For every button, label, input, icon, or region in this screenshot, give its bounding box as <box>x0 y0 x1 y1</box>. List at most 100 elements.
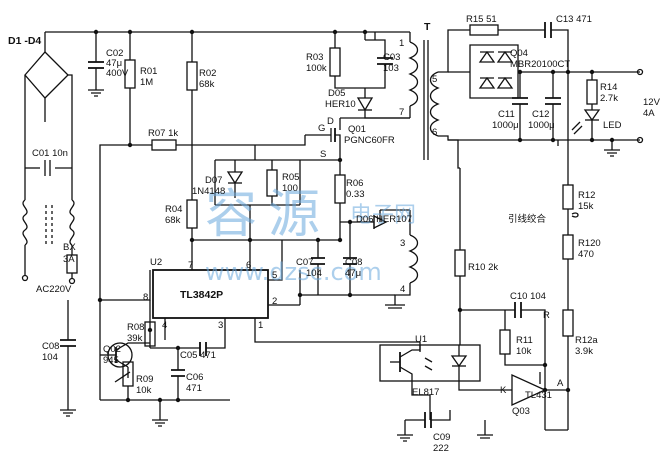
label-c07-val: 104 <box>306 268 322 279</box>
label-c06-val: 471 <box>186 383 202 394</box>
label-c08b-val: 104 <box>42 352 58 363</box>
label-r01-val: 1M <box>140 77 153 88</box>
label-r11: R11 <box>516 335 533 346</box>
label-r12-val: 15k <box>578 201 594 212</box>
label-c08b: C08 <box>42 341 59 352</box>
label-c07: C07 <box>296 257 313 268</box>
wires <box>21 22 644 442</box>
label-c02-val1: 47μ <box>106 58 122 69</box>
label-t3: 3 <box>400 238 405 249</box>
label-q02: Q02 <box>103 344 121 355</box>
label-t7: 7 <box>399 107 404 118</box>
watermark-url: www.dzsc.com <box>205 258 382 286</box>
label-r05: R05 <box>282 172 299 183</box>
label-out-v: 12V <box>643 97 661 108</box>
label-pin7: 7 <box>188 260 193 271</box>
label-r07: R07 1k <box>148 128 178 139</box>
label-r09-val: 10k <box>136 385 152 396</box>
label-c12: C12 <box>532 109 549 120</box>
watermark-char-1: 容 <box>205 185 257 245</box>
label-q04: Q04 <box>510 48 528 59</box>
label-c10: C10 104 <box>510 291 546 302</box>
label-s: S <box>320 149 326 160</box>
watermark-char-3: 电子网 <box>350 203 416 228</box>
label-r04: R04 <box>165 204 182 215</box>
label-q04-val: MBR20100CT <box>510 59 570 70</box>
label-r05-val: 100 <box>282 183 298 194</box>
label-pin6: 6 <box>246 260 251 271</box>
label-r01: R01 <box>140 66 157 77</box>
label-led: LED <box>603 120 622 131</box>
label-r15: R15 51 <box>466 14 497 25</box>
label-r02-val: 68k <box>199 79 215 90</box>
label-ac: AC220V <box>36 284 72 295</box>
label-c09-val: 222 <box>433 443 449 454</box>
labels: D1 -D4 C02 47μ 400V R01 1M R02 68k C01 1… <box>8 14 661 454</box>
label-c03: C03 <box>383 52 400 63</box>
label-pin5: 5 <box>272 270 277 281</box>
label-c11: C11 <box>498 109 515 120</box>
label-r02: R02 <box>199 68 216 79</box>
label-c11-val: 1000μ <box>492 120 519 131</box>
label-pin4: 4 <box>162 320 167 331</box>
label-r120-val: 470 <box>578 249 594 260</box>
label-r12a: R12a <box>575 335 598 346</box>
label-c12-val: 1000μ <box>528 120 555 131</box>
label-r08: R08 <box>127 322 144 333</box>
label-q01-val: PGNC60FR <box>344 135 395 146</box>
label-r10: R10 2k <box>468 262 498 273</box>
label-pin3: 3 <box>218 320 223 331</box>
label-r120: R120 <box>578 238 601 249</box>
watermark: 容 源 电子网 www.dzsc.com <box>205 185 416 286</box>
label-c05: C05 471 <box>180 350 216 361</box>
label-d: D <box>327 116 334 127</box>
label-r12: R12 <box>578 190 595 201</box>
label-r03-val: 100k <box>306 63 327 74</box>
label-r11-val: 10k <box>516 346 532 357</box>
label-u1: U1 <box>415 334 427 345</box>
label-r08-val: 39k <box>127 333 143 344</box>
label-d06: D06 HER107 <box>356 214 412 225</box>
label-twist: 引线绞合 <box>508 213 547 225</box>
label-q02-val: 945 <box>103 355 119 366</box>
label-t: T <box>424 21 431 33</box>
label-q03: Q03 <box>512 406 530 417</box>
label-r14-val: 2.7k <box>600 93 618 104</box>
label-c06: C06 <box>186 372 203 383</box>
label-t1: 1 <box>399 38 404 49</box>
label-r03: R03 <box>306 52 323 63</box>
label-pin8: 8 <box>143 292 148 303</box>
label-bx-val: 3A <box>63 254 75 265</box>
label-out-a: 4A <box>643 108 655 119</box>
label-r04-val: 68k <box>165 215 181 226</box>
label-d07: D07 <box>205 175 222 186</box>
label-pin2: 2 <box>272 296 277 307</box>
label-t6: 6 <box>432 127 437 138</box>
label-d1d4: D1 -D4 <box>8 35 41 47</box>
label-r06-val: 0.33 <box>346 189 365 200</box>
label-tl3842: TL3842P <box>180 289 223 301</box>
label-c08-val: 47μ <box>345 268 361 279</box>
label-c02: C02 <box>106 48 123 59</box>
label-c03-val: 103 <box>383 63 399 74</box>
label-d05-val: HER10 <box>325 99 356 110</box>
junction-dots <box>93 29 615 403</box>
label-u2: U2 <box>150 257 162 268</box>
label-c01: C01 10n <box>32 148 68 159</box>
label-r: R <box>543 310 550 321</box>
label-t5: 5 <box>432 74 437 85</box>
label-tl431: TL431 <box>525 390 552 401</box>
label-g: G <box>318 123 325 134</box>
label-c09: C09 <box>433 432 450 443</box>
label-pin1: 1 <box>258 320 263 331</box>
label-el817: EL817 <box>412 387 439 398</box>
label-a: A <box>557 378 564 389</box>
label-t4: 4 <box>400 284 405 295</box>
label-c08: C08 <box>345 257 362 268</box>
label-r09: R09 <box>136 374 153 385</box>
label-c02-val2: 400V <box>106 68 129 79</box>
label-c13: C13 471 <box>556 14 592 25</box>
label-bx: BX <box>63 242 76 253</box>
